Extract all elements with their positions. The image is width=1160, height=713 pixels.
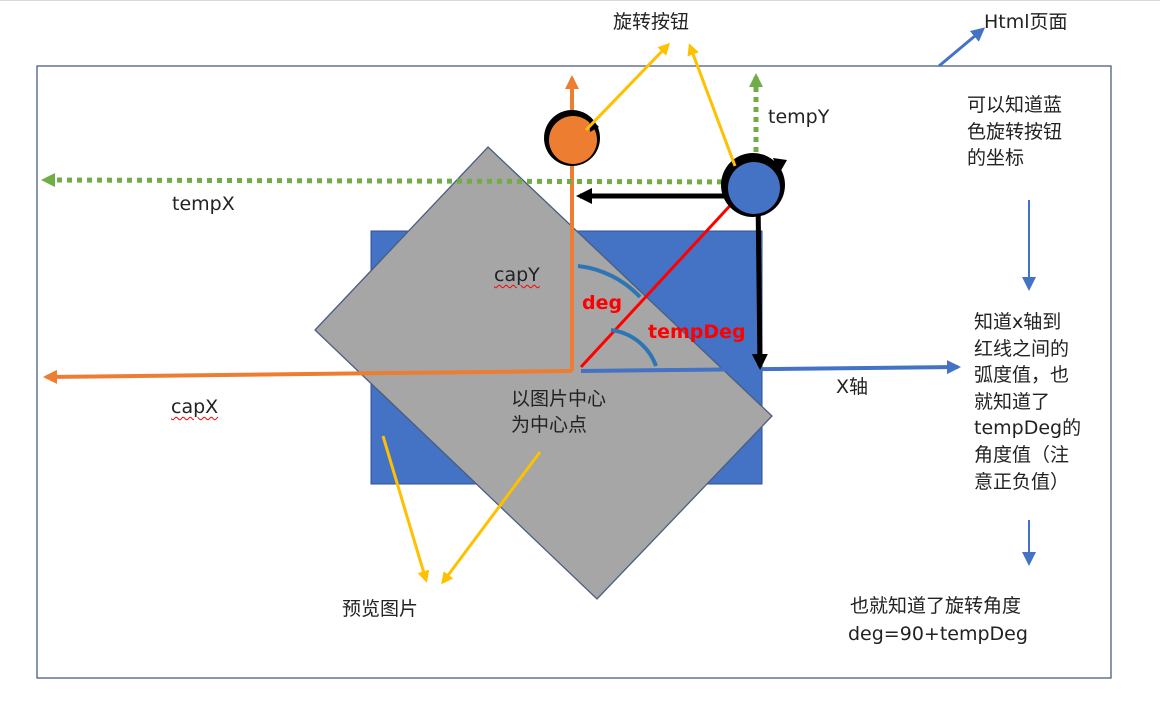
html-page-frame [36, 65, 1112, 679]
note-result-line1: 也就知道了旋转角度 [850, 595, 1022, 617]
red-radius-line [579, 195, 740, 369]
note-result-line2: deg=90+tempDeg [848, 623, 1028, 645]
tempx-label: tempX [172, 193, 235, 215]
blue-rotate-button [721, 153, 787, 217]
tempdeg-arc [610, 328, 658, 367]
tempx-dotted-line [41, 173, 753, 188]
html-page-pointer [938, 27, 986, 68]
tempdeg-label: tempDeg [648, 321, 746, 343]
preview-image-label: 预览图片 [342, 598, 419, 620]
center-note: 以图片中心 为中心点 [511, 388, 607, 436]
black-vertical-arrow [751, 195, 768, 370]
deg-label: deg [582, 292, 623, 314]
orange-rotate-button [544, 110, 600, 166]
x-axis-label: X轴 [836, 376, 869, 398]
pointer-to-blue-rect [381, 435, 430, 583]
html-page-label: Html页面 [984, 11, 1068, 33]
rotate-button-label: 旋转按钮 [613, 11, 690, 33]
x-axis [580, 360, 961, 375]
capx-axis [43, 369, 573, 384]
note-coordinates: 可以知道蓝 色旋转按钮 的坐标 [967, 94, 1063, 170]
deg-arc [577, 264, 642, 299]
pointer-to-gray-image [441, 451, 542, 585]
capx-label: capX [171, 396, 219, 418]
note-angle: 知道x轴到 红线之间的 弧度值，也 就知道了 tempDeg的 角度值（注 意正… [974, 311, 1082, 493]
tempy-label: tempY [768, 106, 830, 128]
top-rule [0, 0, 1160, 1]
capy-label: capY [494, 264, 540, 286]
pointer-to-orange-button [584, 42, 671, 132]
pointer-to-blue-button [687, 43, 737, 167]
